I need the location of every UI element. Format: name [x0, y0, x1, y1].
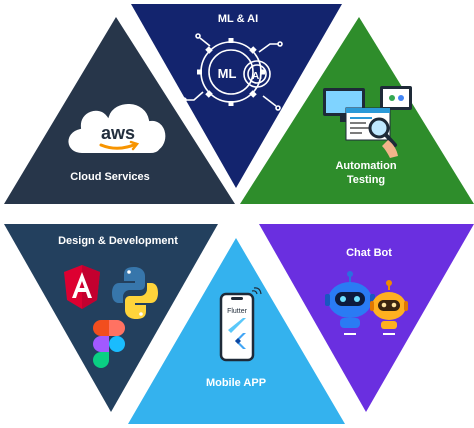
cloud-services-label: Cloud Services [70, 171, 149, 183]
segment-design-development: Design & Development [4, 224, 218, 412]
design-development-triangle [4, 224, 218, 412]
automation-label-line1: Automation [335, 160, 396, 172]
ai-icon-text: AI [252, 71, 262, 82]
automation-label-line2: Testing [347, 174, 385, 186]
ml-icon-text: ML [218, 66, 237, 81]
ml-ai-label: ML & AI [218, 13, 258, 25]
angular-icon [64, 265, 100, 309]
chat-bot-robots-icon [325, 271, 408, 335]
ml-ai-triangle [131, 4, 342, 188]
ml-ai-gear-icon [181, 33, 283, 111]
segment-chat-bot: Chat Bot [259, 224, 474, 412]
mobile-app-label: Mobile APP [206, 377, 266, 389]
aws-icon-text: aws [101, 123, 135, 143]
aws-cloud-icon: aws [66, 102, 168, 155]
design-development-label: Design & Development [58, 235, 178, 247]
python-icon [112, 267, 158, 319]
segment-mobile-app: Flutter Mobile APP [128, 238, 345, 424]
flutter-phone-icon [219, 287, 262, 362]
flutter-icon-text: Flutter [227, 308, 248, 315]
segment-cloud-services: aws Cloud Services [4, 17, 235, 204]
automation-testing-monitor-icon [323, 86, 412, 158]
chat-bot-triangle [259, 224, 474, 412]
segment-ml-ai: ML & AI [131, 4, 342, 188]
chat-bot-label: Chat Bot [346, 247, 392, 259]
segment-automation-testing: Automation Testing [240, 17, 474, 204]
figma-icon [93, 320, 125, 368]
